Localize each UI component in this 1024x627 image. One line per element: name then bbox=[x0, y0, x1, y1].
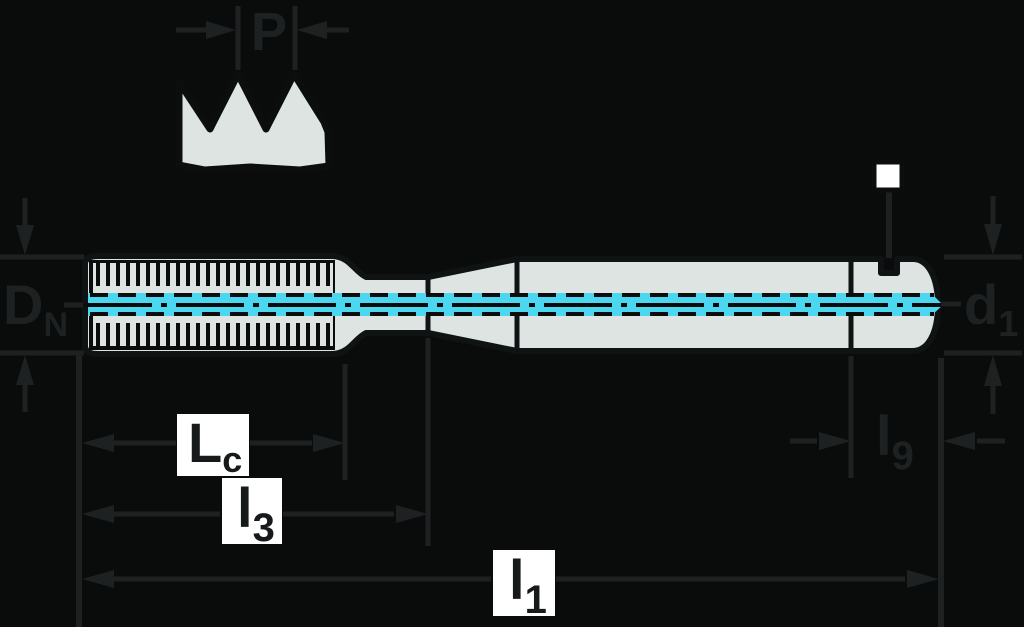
thread-teeth-bottom bbox=[93, 323, 333, 346]
pitch-arrow-right-head bbox=[297, 21, 327, 39]
l3-label-box bbox=[222, 478, 282, 544]
l1-arrow-left-head bbox=[82, 570, 114, 588]
dimension-nominal-diameter: DN bbox=[0, 198, 84, 412]
lc-arrow-left-head bbox=[82, 434, 114, 452]
l3-arrow-right-head bbox=[396, 505, 428, 523]
l9-arrow-left-head bbox=[819, 432, 851, 450]
dn-arrow-top-head bbox=[16, 225, 34, 255]
thread-pitch-detail: P bbox=[175, 2, 349, 174]
l9-label: l9 bbox=[876, 404, 914, 478]
dimension-chamfer-length: Lc bbox=[82, 411, 345, 480]
l3-arrow-left-head bbox=[82, 505, 114, 523]
dimension-shank-diameter: d1 bbox=[941, 196, 1022, 414]
l1-arrow-right-head bbox=[907, 570, 939, 588]
d1-arrow-top-head bbox=[984, 224, 1002, 255]
thread-profile-shape bbox=[175, 70, 333, 174]
l1-label-box bbox=[493, 550, 555, 616]
tap-tool bbox=[82, 159, 944, 357]
l1-label: l1 bbox=[509, 548, 547, 622]
thread-section bbox=[89, 260, 335, 350]
d1-arrow-bottom-head bbox=[984, 355, 1002, 386]
square-drive-symbol bbox=[871, 159, 905, 258]
pitch-arrow-left-head bbox=[206, 21, 236, 39]
lc-label: Lc bbox=[188, 411, 242, 480]
dn-arrow-bottom-head bbox=[16, 355, 34, 385]
coolant-centerline bbox=[84, 293, 944, 316]
l9-arrow-right-head bbox=[943, 432, 975, 450]
thread-spine-top bbox=[93, 286, 333, 293]
dimension-thread-length: l3 bbox=[82, 476, 428, 550]
pitch-label: P bbox=[251, 2, 287, 62]
lc-arrow-right-head bbox=[313, 434, 345, 452]
square-symbol bbox=[871, 159, 905, 193]
dimension-square-length: l9 bbox=[790, 404, 1005, 478]
thread-spine-bottom bbox=[93, 316, 333, 323]
dimension-annotations: DN d1 Lc bbox=[0, 196, 1022, 627]
l3-label: l3 bbox=[237, 476, 275, 550]
dimension-overall-length: l1 bbox=[82, 548, 939, 622]
thread-teeth-top bbox=[93, 263, 333, 286]
dn-label: DN bbox=[3, 273, 68, 344]
d1-label: d1 bbox=[964, 273, 1018, 344]
lc-label-box bbox=[177, 414, 249, 476]
